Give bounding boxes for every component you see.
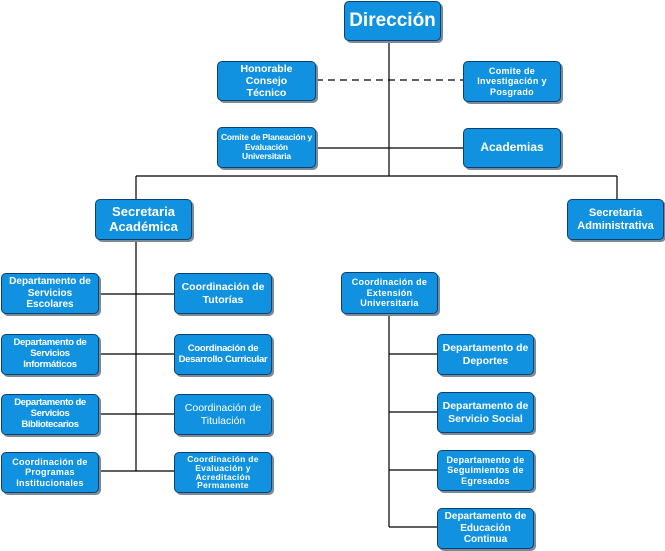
comite-planeacion-box: Comite de Planeación y Evaluación Univer…	[217, 127, 316, 168]
depto-seguimiento-egresados-label: Departamento de Seguimientos de Egresado…	[446, 454, 525, 486]
depto-seguimiento-egresados-box: Departamento de Seguimientos de Egresado…	[437, 450, 534, 491]
coord-extension-label: Coordinación de Extensión Universitaria	[351, 277, 428, 309]
coord-tutorias-box: Coordinación de Tutorías	[174, 273, 272, 314]
depto-deportes-label: Departamento de Deportes	[442, 342, 529, 367]
consejo-box: Honorable Consejo Técnico	[217, 61, 316, 101]
depto-servicios-bibliotecarios-box: Departamento de Servicios Bibliotecarios	[1, 394, 99, 435]
sec-academica-box: Secretaria Académica	[95, 199, 192, 240]
direccion-box: Dirección	[344, 1, 441, 41]
consejo-label: Honorable Consejo Técnico	[240, 62, 293, 100]
sec-administrativa-box: Secretaria Administrativa	[567, 199, 664, 240]
coord-evaluacion-acreditacion-box: Coordinación de Evaluación y Acreditació…	[174, 452, 272, 493]
depto-deportes-box: Departamento de Deportes	[437, 334, 534, 375]
comite-investigacion-label: Comite de Investigación y Posgrado	[477, 65, 547, 97]
depto-servicio-social-label: Departamento de Servicio Social	[442, 400, 529, 425]
academias-label: Academias	[480, 140, 544, 155]
comite-planeacion-label: Comite de Planeación y Evaluación Univer…	[220, 131, 313, 162]
depto-servicios-informaticos-label: Departamento de Servicios Informáticos	[13, 337, 87, 370]
coord-titulacion-label: Coordinación de Titulación	[184, 402, 262, 427]
coord-desarrollo-curricular-box: Coordinación de Desarrollo Curricular	[174, 334, 272, 375]
sec-academica-label: Secretaria Académica	[109, 203, 178, 234]
depto-servicios-escolares-label: Departamento de Servicios Escolares	[9, 276, 91, 311]
coord-programas-institucionales-box: Coordinación de Programas Institucionale…	[1, 452, 99, 493]
coord-titulacion-box: Coordinación de Titulación	[174, 394, 272, 435]
sec-administrativa-label: Secretaria Administrativa	[577, 206, 654, 232]
direccion-label: Dirección	[349, 10, 436, 32]
coord-tutorias-label: Coordinación de Tutorías	[181, 281, 265, 306]
depto-servicio-social-box: Departamento de Servicio Social	[437, 392, 534, 433]
comite-investigacion-box: Comite de Investigación y Posgrado	[463, 61, 561, 102]
depto-servicios-bibliotecarios-label: Departamento de Servicios Bibliotecarios	[14, 397, 86, 430]
coord-desarrollo-curricular-label: Coordinación de Desarrollo Curricular	[178, 342, 268, 365]
depto-educacion-continua-box: Departamento de Educación Continua	[437, 508, 534, 549]
depto-servicios-informaticos-box: Departamento de Servicios Informáticos	[1, 334, 99, 375]
academias-box: Academias	[463, 128, 561, 168]
coord-extension-box: Coordinación de Extensión Universitaria	[341, 272, 438, 314]
depto-educacion-continua-label: Departamento de Educación Continua	[444, 511, 527, 546]
coord-programas-institucionales-label: Coordinación de Programas Institucionale…	[12, 456, 88, 488]
depto-servicios-escolares-box: Departamento de Servicios Escolares	[1, 273, 99, 314]
coord-evaluacion-acreditacion-label: Coordinación de Evaluación y Acreditació…	[187, 453, 259, 491]
